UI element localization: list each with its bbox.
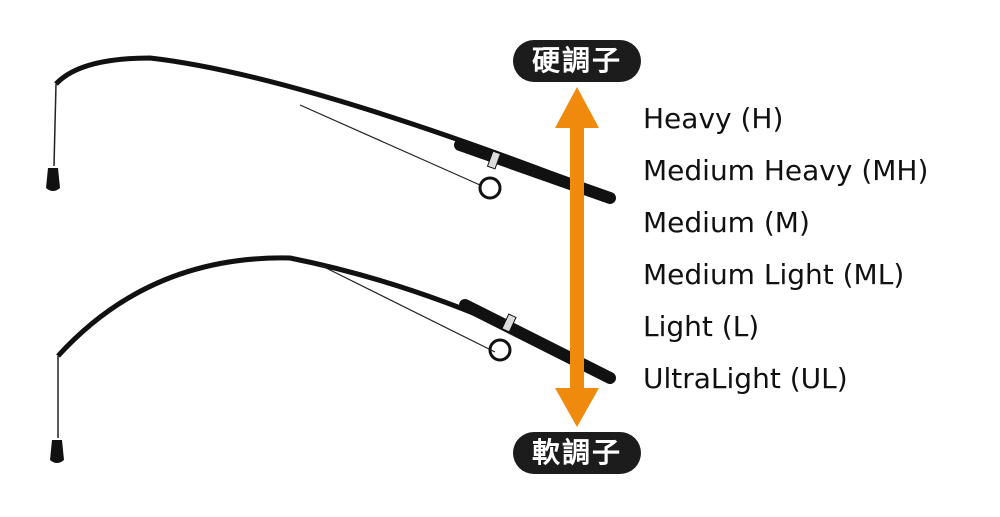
rating-medium-light: Medium Light (ML) — [643, 258, 905, 291]
rating-ultralight: UltraLight (UL) — [643, 362, 848, 395]
reel-icon — [478, 176, 502, 200]
stiffness-arrow — [555, 87, 599, 427]
sinker-icon — [46, 168, 60, 191]
sinker-icon — [50, 440, 64, 463]
rating-light: Light (L) — [643, 310, 760, 343]
slow-action-label: 軟調子 — [513, 432, 641, 474]
stiff-rod — [46, 55, 616, 204]
rating-heavy: Heavy (H) — [643, 102, 784, 135]
soft-rod — [50, 255, 616, 463]
rating-medium: Medium (M) — [643, 206, 810, 239]
rating-medium-heavy: Medium Heavy (MH) — [643, 154, 929, 187]
fast-action-label: 硬調子 — [513, 40, 641, 82]
reel-icon — [488, 338, 512, 362]
